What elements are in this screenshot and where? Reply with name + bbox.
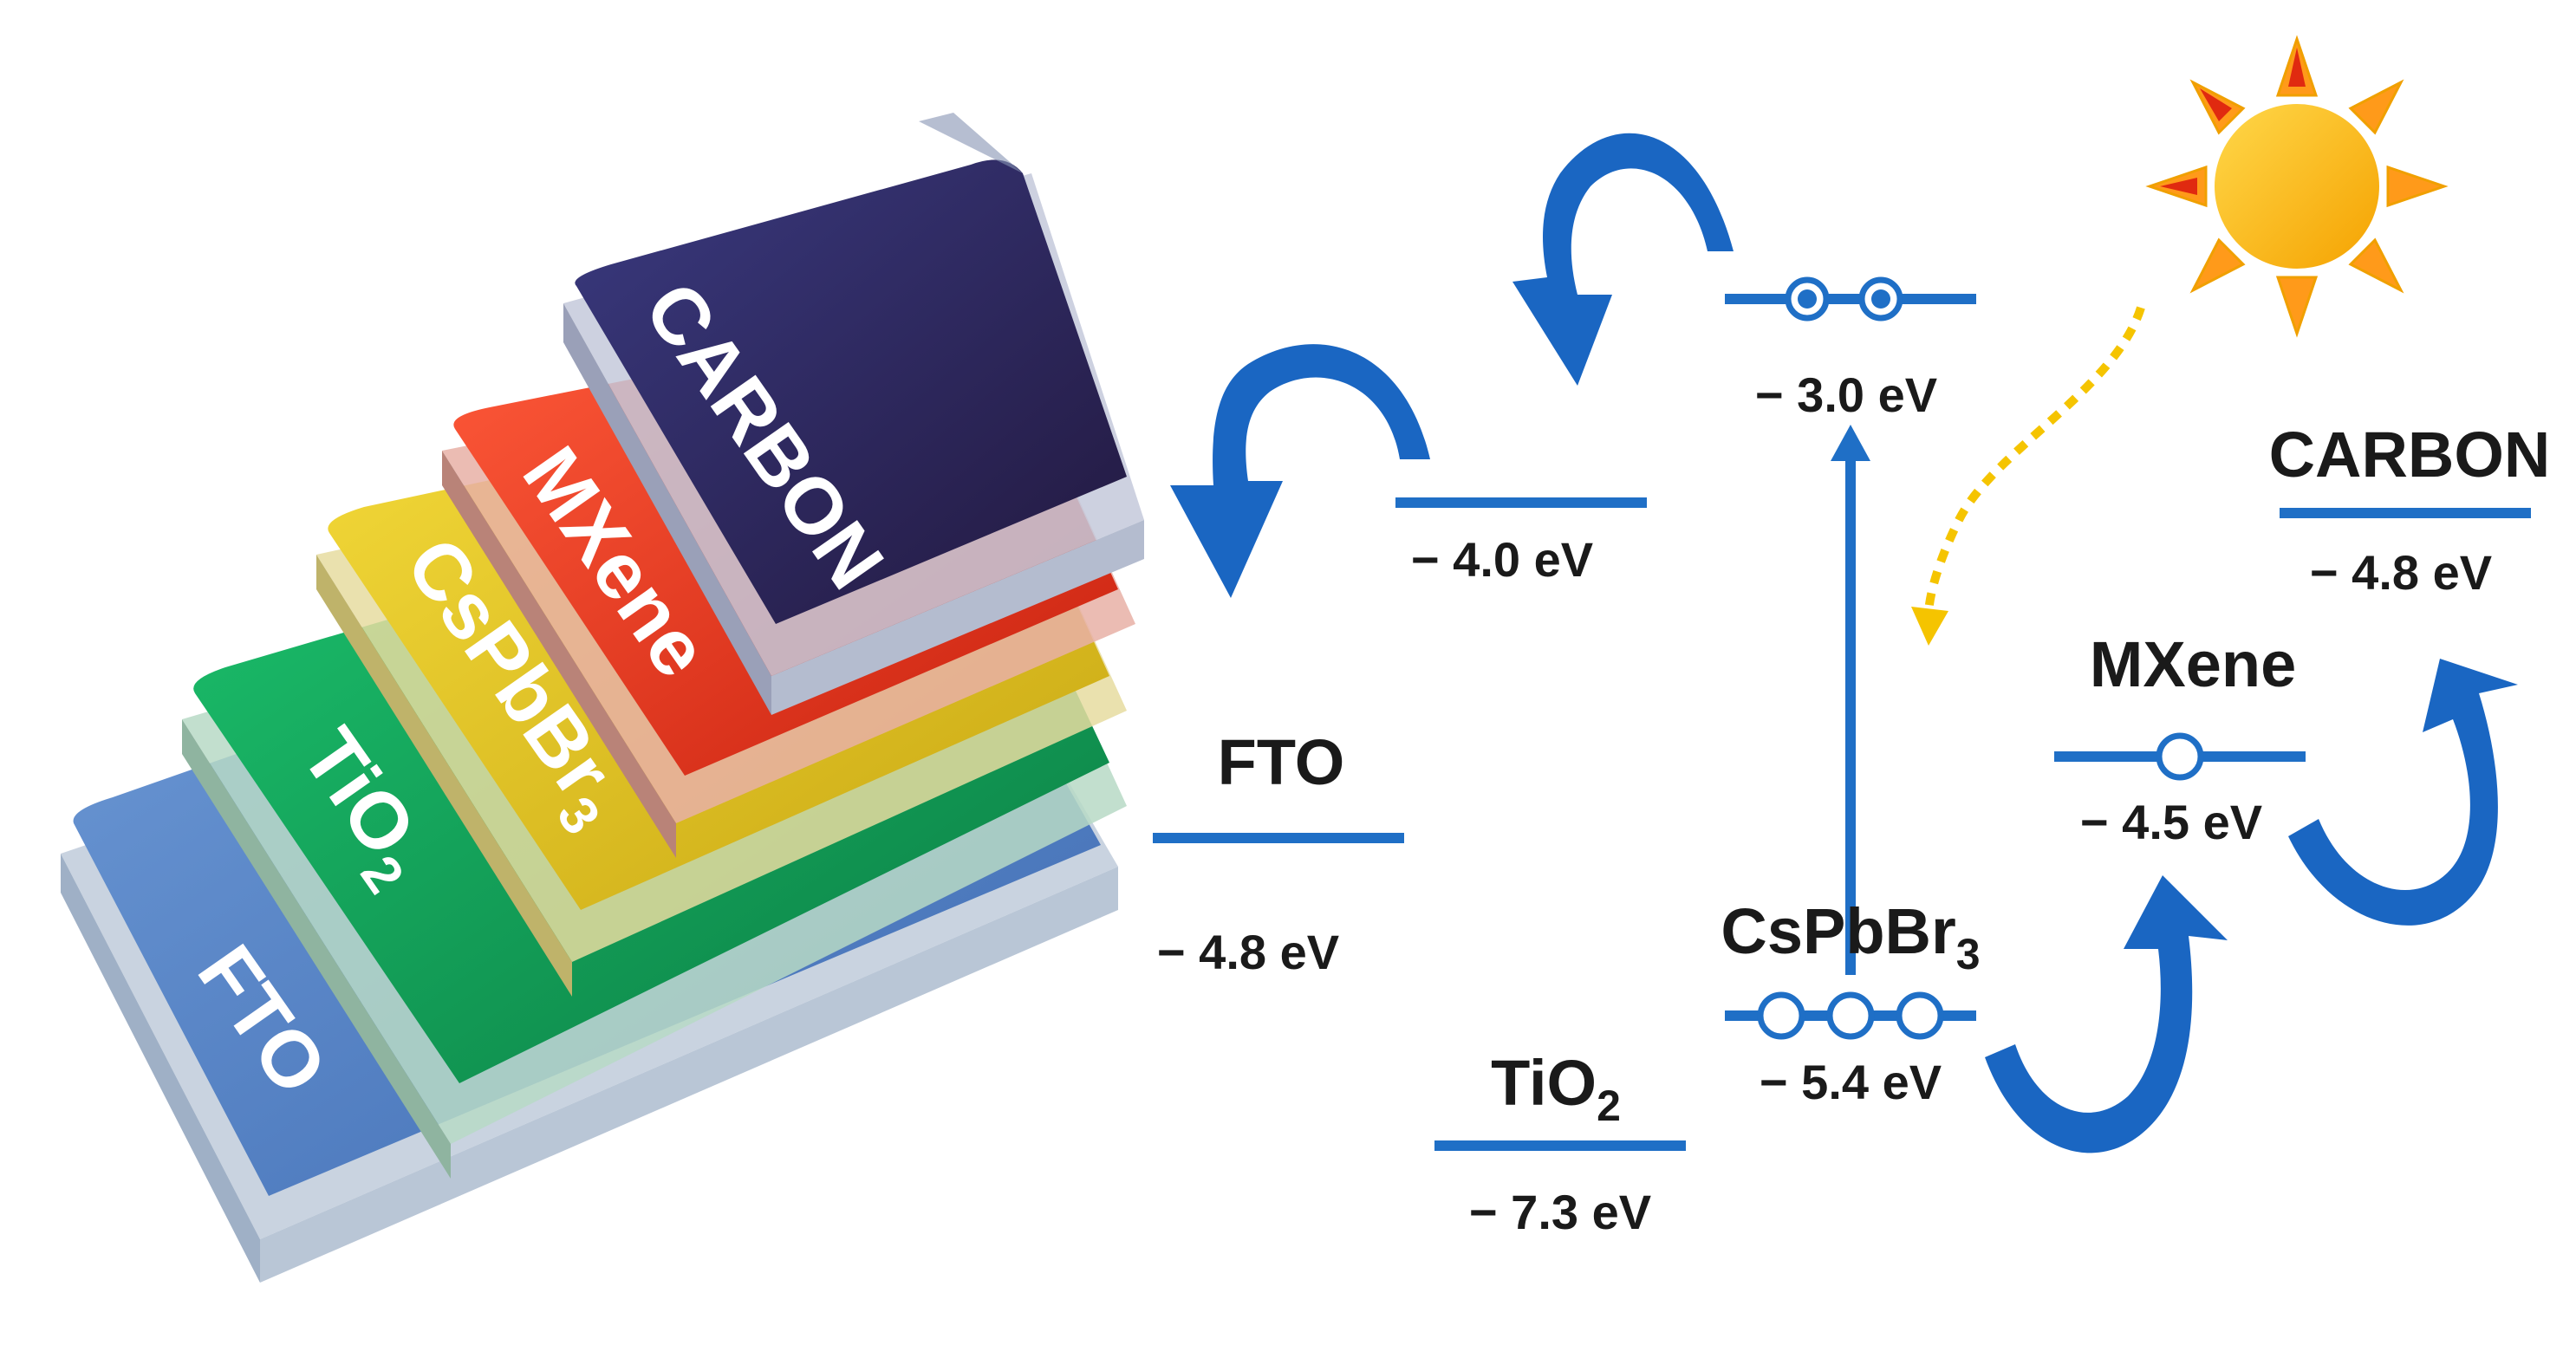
electron-icon [1785, 276, 1903, 322]
excitation-arrow [1831, 425, 1870, 975]
tio2-value: − 7.3 eV [1469, 1185, 1651, 1239]
stack-layer-carbon [563, 113, 1144, 715]
sun-icon [2145, 35, 2449, 338]
hole-icon [1757, 991, 1944, 1040]
device-stack: FTO TiO2 CsPbBr3 MXene CARBON [61, 113, 1144, 1283]
cspbbr3-name: CsPbBr3 [1721, 895, 1980, 978]
fto-value: − 4.8 eV [1157, 925, 1339, 979]
tio2-cb-value: − 4.0 eV [1411, 532, 1593, 587]
mxene-value: − 4.5 eV [2080, 795, 2262, 849]
cspbbr3-value: − 5.4 eV [1760, 1055, 1942, 1109]
carbon-name: CARBON [2269, 419, 2551, 491]
tio2-name: TiO2 [1491, 1047, 1621, 1130]
mxene-name: MXene [2090, 628, 2297, 700]
mxene-hole-icon [2156, 732, 2204, 781]
energy-labels: FTO − 4.8 eV − 4.0 eV TiO2 − 7.3 eV − 3.… [1157, 367, 2550, 1239]
fto-name: FTO [1218, 726, 1345, 798]
carbon-value: − 4.8 eV [2310, 545, 2492, 600]
curved-arrow-icon [1170, 133, 2518, 1153]
cspbbr3-cb-value: − 3.0 eV [1755, 367, 1937, 422]
light-ray-icon [1911, 306, 2145, 646]
